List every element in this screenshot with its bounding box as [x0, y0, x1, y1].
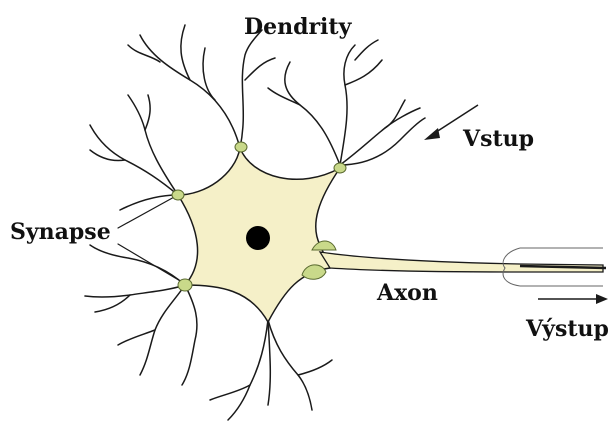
dendrite-left — [90, 95, 178, 210]
nucleus — [246, 226, 270, 250]
dendrite-top-left — [128, 25, 275, 148]
axon — [320, 248, 606, 286]
axon-label: Axon — [377, 282, 438, 304]
output-arrow — [538, 294, 608, 304]
synapse-top — [235, 142, 247, 152]
synapse-lower-left — [178, 279, 192, 291]
output-label: Výstup — [526, 318, 609, 340]
dendrite-lower-left — [85, 245, 197, 385]
dendrite-bottom — [210, 320, 332, 420]
synapse-left — [172, 190, 184, 200]
synapse-upper-right — [334, 163, 346, 173]
dendrite-top-right — [268, 40, 425, 165]
dendrites-label: Dendrity — [244, 16, 351, 38]
synapse-label: Synapse — [10, 221, 111, 243]
input-label: Vstup — [463, 128, 534, 150]
synapse-pointers — [118, 196, 182, 282]
